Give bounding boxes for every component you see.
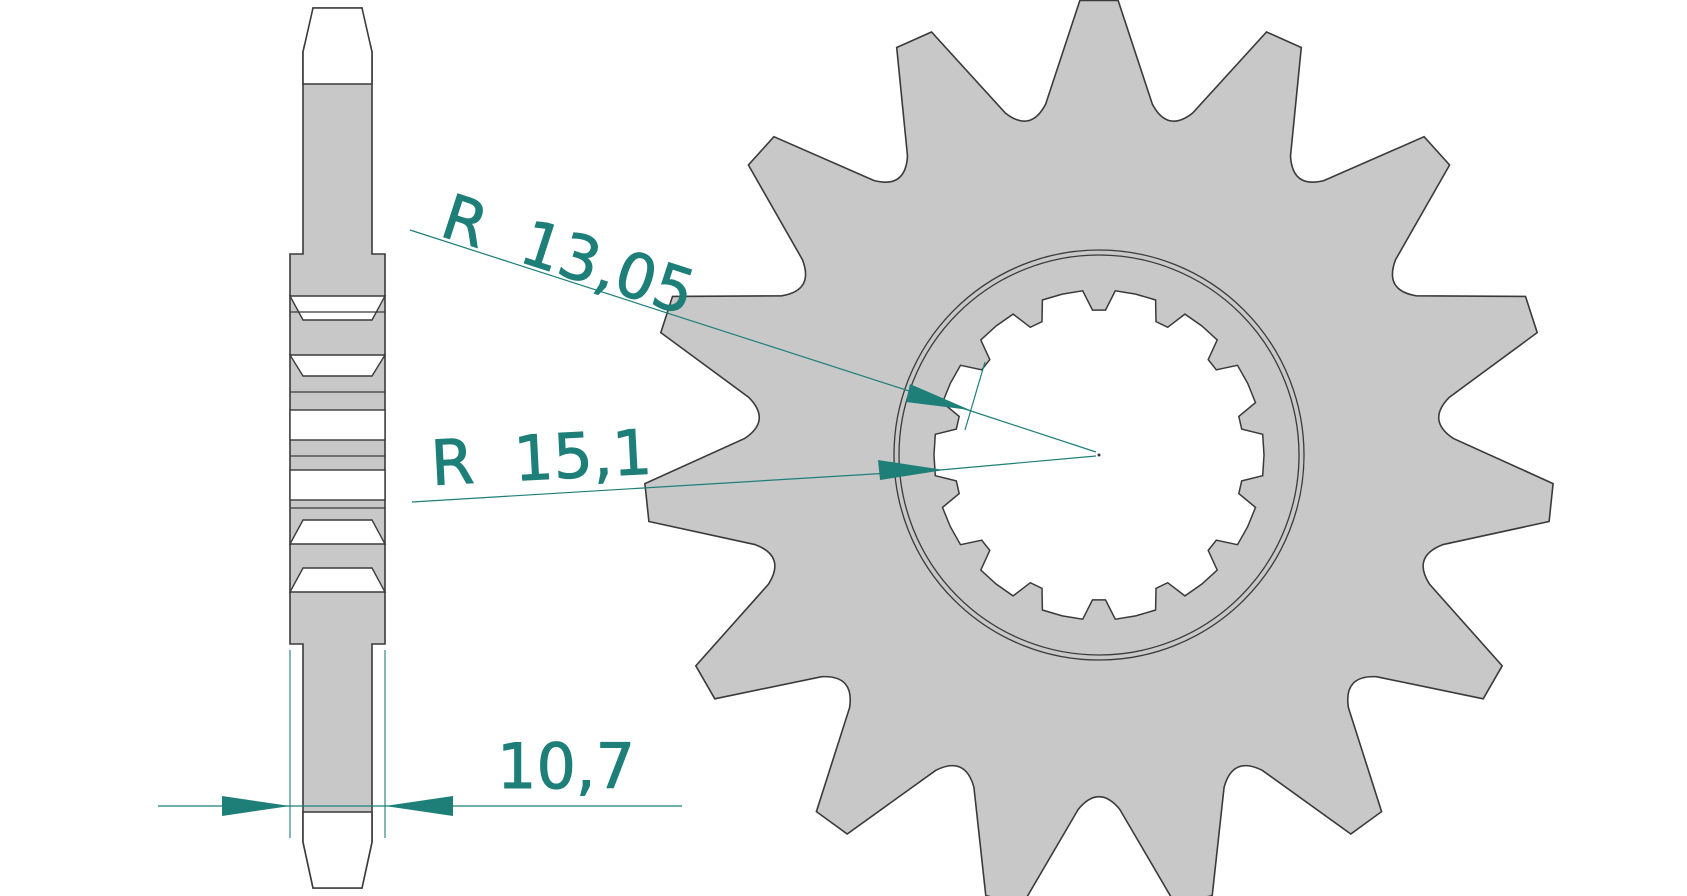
r1-value: 13,05 xyxy=(512,206,703,330)
sprocket-front-view xyxy=(644,0,1554,896)
sprocket-side-view xyxy=(288,7,387,889)
r1-arc-tick xyxy=(964,361,986,431)
thickness-label: 10,7 xyxy=(497,730,635,803)
r2-arrowhead xyxy=(878,460,944,480)
thickness-arrowhead-right xyxy=(385,796,453,816)
thickness-arrowhead-left xyxy=(222,796,290,816)
r2-label: R 15,1 xyxy=(429,416,654,500)
r1-prefix: R xyxy=(433,180,497,263)
boss-ring-inner xyxy=(898,254,1300,656)
side-hub-lines xyxy=(290,311,385,509)
side-tooth-tip-bottom-outline xyxy=(302,811,373,889)
center-point xyxy=(1097,453,1101,457)
r2-leader-line xyxy=(411,469,941,503)
r1-arrowhead xyxy=(906,384,970,410)
side-hub-splines xyxy=(288,295,387,593)
r2-prefix: R xyxy=(429,425,476,500)
r2-value: 15,1 xyxy=(512,416,654,496)
r1-return-line xyxy=(967,409,1097,453)
side-profile-outline xyxy=(289,7,386,889)
boss-ring-outer xyxy=(893,249,1305,661)
side-tooth-tip-top-outline xyxy=(302,7,373,85)
r2-return-line xyxy=(939,455,1097,471)
r1-leader-line xyxy=(409,229,969,411)
